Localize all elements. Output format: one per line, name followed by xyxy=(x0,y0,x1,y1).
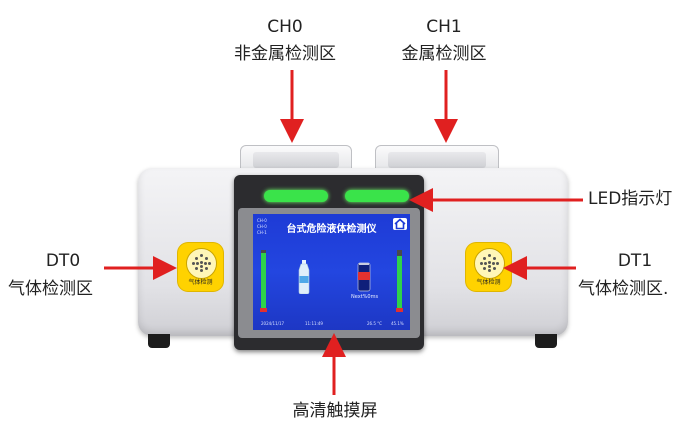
sensor-grille-hole xyxy=(200,254,203,257)
screen-humidity: 45.1% xyxy=(391,321,404,326)
left-channel-tag-2: CH-0 xyxy=(257,224,267,229)
screen-temperature: 26.5 °C xyxy=(367,321,382,326)
beverage-can-icon xyxy=(357,262,371,292)
screen-title: 台式危险液体检测仪 xyxy=(286,224,377,235)
sensor-grille-hole xyxy=(488,261,491,264)
dt0-gas-sensor: 气体检测 xyxy=(178,243,223,291)
left-level-fill xyxy=(261,252,266,308)
home-icon[interactable] xyxy=(393,218,407,230)
sensor-grille-icon xyxy=(186,248,217,279)
sensor-grille-hole xyxy=(480,262,483,265)
dt0-sensor-label: 气体检测 xyxy=(188,279,213,286)
water-bottle-icon xyxy=(298,260,310,294)
sensor-grille-hole xyxy=(493,257,496,260)
dt0-code-label: DT0 xyxy=(45,251,81,271)
dt0-desc-label: 气体检测区 xyxy=(8,279,93,299)
sensor-grille-hole xyxy=(492,262,495,265)
sensor-grille-hole xyxy=(192,262,195,265)
sensor-grille-hole xyxy=(493,267,496,270)
screen-time: 11:11:49 xyxy=(305,321,323,326)
screen-date: 2024/11/17 xyxy=(261,321,285,326)
led-indicator-right xyxy=(345,190,409,202)
right-channel-tag: CH-1 xyxy=(257,230,267,235)
sensor-grille-hole xyxy=(483,257,486,260)
sensor-grille-hole xyxy=(483,267,486,270)
sensor-grille-hole xyxy=(195,257,198,260)
led-indicator-label: LED指示灯 xyxy=(588,189,673,209)
sensor-grille-hole xyxy=(196,262,199,265)
sensor-grille-hole xyxy=(208,262,211,265)
sensor-grille-hole xyxy=(200,265,203,268)
left-level-bar xyxy=(260,250,267,312)
sensor-grille-hole xyxy=(195,267,198,270)
sensor-grille-icon xyxy=(474,248,505,279)
ch1-desc-label: 金属检测区 xyxy=(401,44,487,64)
can-name-label: Next%0ms xyxy=(351,294,379,300)
sensor-grille-hole xyxy=(205,257,208,260)
dt1-desc-label: 气体检测区. xyxy=(578,279,669,299)
right-level-fill xyxy=(397,255,402,308)
dt1-code-label: DT1 xyxy=(617,251,653,271)
ch1-code-label: CH1 xyxy=(426,17,462,37)
sensor-grille-hole xyxy=(200,261,203,264)
touch-screen[interactable]: 台式危险液体检测仪 CH-0 CH-0 CH-1 Next%0ms 2024/1… xyxy=(253,214,410,330)
ch0-code-label: CH0 xyxy=(267,17,303,37)
sensor-grille-hole xyxy=(488,254,491,257)
dt1-sensor-label: 气体检测 xyxy=(476,279,501,286)
sensor-grille-hole xyxy=(200,269,203,272)
right-level-bar xyxy=(396,250,403,312)
sensor-grille-hole xyxy=(204,262,207,265)
sensor-grille-hole xyxy=(205,267,208,270)
led-indicator-left xyxy=(264,190,328,202)
touchscreen-label: 高清触摸屏 xyxy=(292,401,378,421)
device-foot-right xyxy=(535,334,557,348)
device-foot-left xyxy=(148,334,170,348)
sensor-grille-hole xyxy=(488,265,491,268)
ch0-desc-label: 非金属检测区 xyxy=(234,44,336,64)
sensor-grille-hole xyxy=(488,269,491,272)
left-channel-tag: CH-0 xyxy=(257,218,267,223)
sensor-grille-hole xyxy=(484,262,487,265)
sensor-grille-hole xyxy=(496,262,499,265)
